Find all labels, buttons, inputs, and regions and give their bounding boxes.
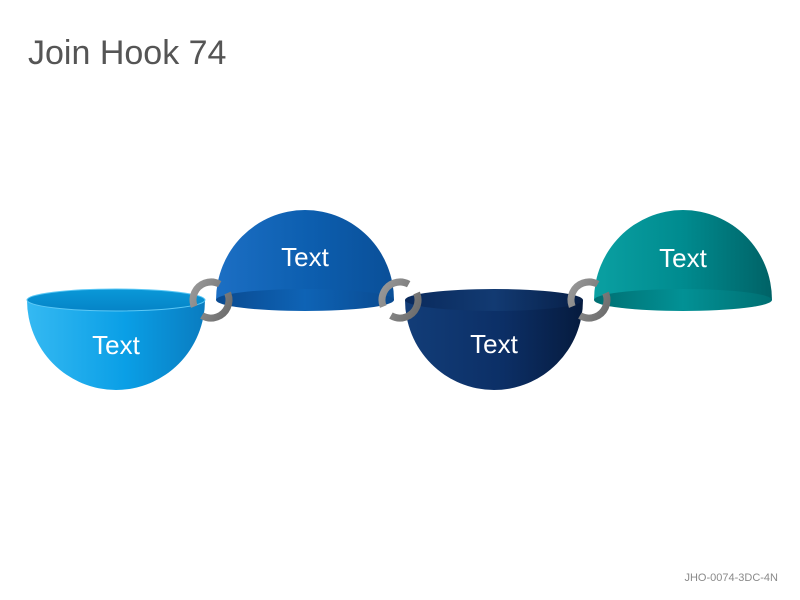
hemisphere-2: Text xyxy=(216,210,394,311)
hemisphere-4-label: Text xyxy=(659,243,707,273)
hemisphere-1: Text xyxy=(26,288,206,390)
hook-ring-icon xyxy=(189,278,233,322)
slide-title: Join Hook 74 xyxy=(28,34,227,72)
hook-ring-icon xyxy=(378,278,422,322)
hook-ring-icon xyxy=(567,278,611,322)
hemisphere-4: Text xyxy=(594,210,772,311)
slide-code: JHO-0074-3DC-4N xyxy=(684,572,778,584)
hemisphere-3-label: Text xyxy=(470,329,518,359)
hemisphere-1-label: Text xyxy=(92,330,140,360)
hemisphere-2-label: Text xyxy=(281,242,329,272)
hemisphere-3: Text xyxy=(405,289,583,390)
